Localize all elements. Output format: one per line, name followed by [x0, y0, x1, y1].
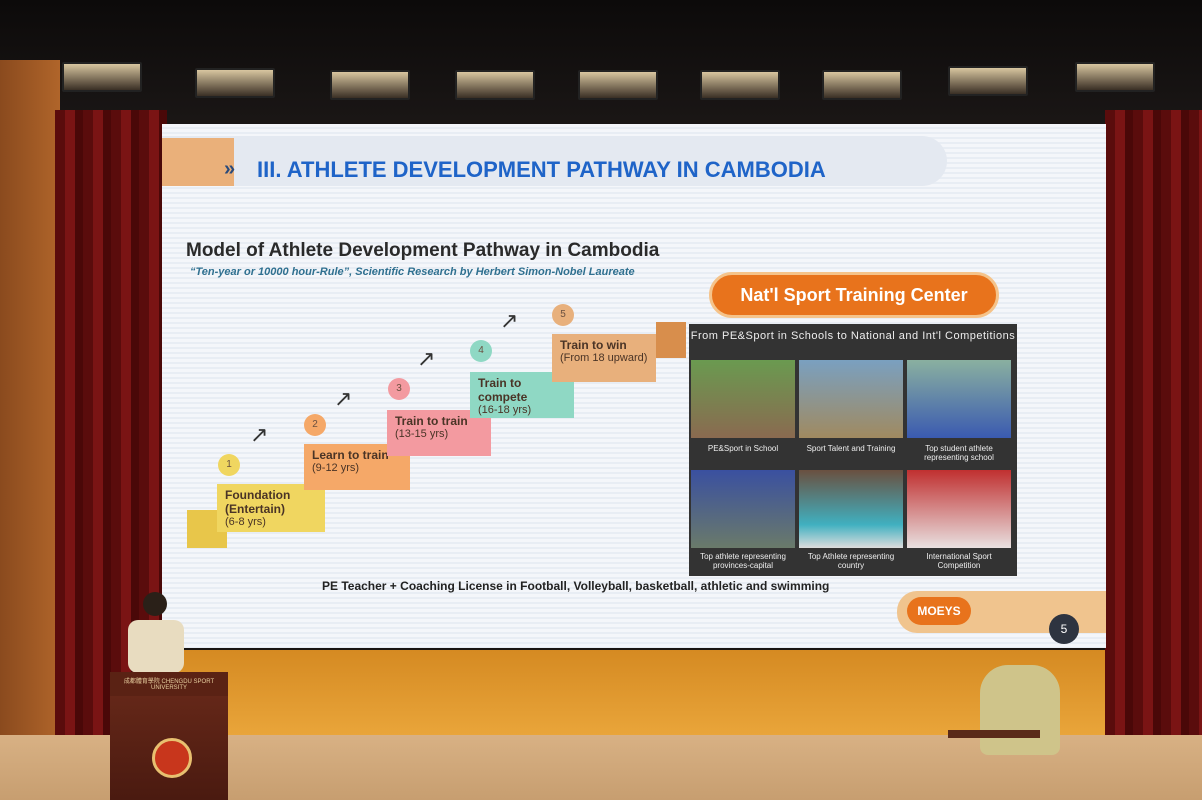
- stage-light: [1075, 62, 1155, 92]
- stage-light: [330, 70, 410, 100]
- photo-caption: Top Athlete representing country: [807, 552, 895, 570]
- photo-caption: Top student athlete representing school: [924, 444, 994, 462]
- ribbon-tail: [656, 322, 686, 358]
- stage-light: [62, 62, 142, 92]
- slide-title: III. ATHLETE DEVELOPMENT PATHWAY IN CAMB…: [257, 157, 826, 182]
- arrow-icon: ↗: [500, 308, 519, 333]
- stage-light: [578, 70, 658, 100]
- step-train-to-compete: Train to compete(16-18 yrs): [470, 372, 574, 418]
- step-ages: (16-18 yrs): [478, 404, 532, 416]
- step-number: 5: [552, 304, 574, 326]
- university-seal-icon: [152, 738, 192, 778]
- step-label: Train to train: [395, 414, 468, 428]
- arrow-icon: ↗: [417, 346, 436, 371]
- speaker: [128, 592, 184, 673]
- photo-pe-sport: [691, 360, 795, 438]
- training-center-label: Nat'l Sport Training Center: [709, 272, 999, 318]
- arrow-icon: ↗: [334, 386, 353, 411]
- photo-caption: PE&Sport in School: [707, 444, 779, 453]
- step-ages: (From 18 upward): [560, 352, 648, 364]
- side-table: [948, 730, 1040, 795]
- step-number: 3: [388, 378, 410, 400]
- armchair: [980, 665, 1060, 755]
- chevron-icon: »: [224, 158, 236, 180]
- step-ages: (6-8 yrs): [225, 516, 266, 528]
- title-tab: [162, 138, 234, 186]
- photo-sport-talent: [799, 360, 903, 438]
- stage-light: [948, 66, 1028, 96]
- photo-country: [799, 470, 903, 548]
- step-number: 2: [304, 414, 326, 436]
- photo-international: [907, 470, 1011, 548]
- step-ages: (13-15 yrs): [395, 428, 449, 440]
- photo-caption: Sport Talent and Training: [806, 444, 896, 453]
- panel-heading: From PE&Sport in Schools to National and…: [690, 330, 1016, 342]
- step-train-to-win: Train to win(From 18 upward): [552, 334, 656, 382]
- step-learn-to-train: Learn to train(9-12 yrs): [304, 444, 410, 490]
- stage-wall: [165, 650, 1105, 735]
- step-number: 1: [218, 454, 240, 476]
- page-number: 5: [1049, 614, 1079, 644]
- step-number: 4: [470, 340, 492, 362]
- license-text: PE Teacher + Coaching License in Footbal…: [322, 579, 830, 593]
- photo-caption: Top athlete representing provinces-capit…: [700, 552, 786, 570]
- moeys-badge: MOEYS: [907, 597, 971, 625]
- photo-provinces: [691, 470, 795, 548]
- arrow-icon: ↗: [250, 422, 269, 447]
- step-label: Train to win: [560, 338, 627, 352]
- photo-student-athlete: [907, 360, 1011, 438]
- step-foundation: Foundation (Entertain)(6-8 yrs): [217, 484, 325, 532]
- step-label: Foundation (Entertain): [225, 488, 291, 516]
- photo-caption: International Sport Competition: [926, 552, 992, 570]
- curtain-right: [1105, 110, 1202, 760]
- stage-light: [455, 70, 535, 100]
- ceiling: [0, 0, 1202, 130]
- podium-sign: 成都體育學院 CHENGDU SPORT UNIVERSITY: [110, 672, 228, 696]
- model-heading: Model of Athlete Development Pathway in …: [186, 240, 660, 261]
- side-wall: [0, 60, 60, 800]
- model-subheading: “Ten-year or 10000 hour-Rule”, Scientifi…: [190, 266, 635, 278]
- step-ages: (9-12 yrs): [312, 462, 360, 474]
- pathway-photo-panel: From PE&Sport in Schools to National and…: [689, 324, 1017, 576]
- stage-light: [195, 68, 275, 98]
- stage-light: [700, 70, 780, 100]
- title-bar: [162, 136, 947, 186]
- projection-screen: » III. ATHLETE DEVELOPMENT PATHWAY IN CA…: [162, 124, 1106, 648]
- step-label: Train to compete: [478, 376, 528, 404]
- step-label: Learn to train: [312, 448, 389, 462]
- stage-light: [822, 70, 902, 100]
